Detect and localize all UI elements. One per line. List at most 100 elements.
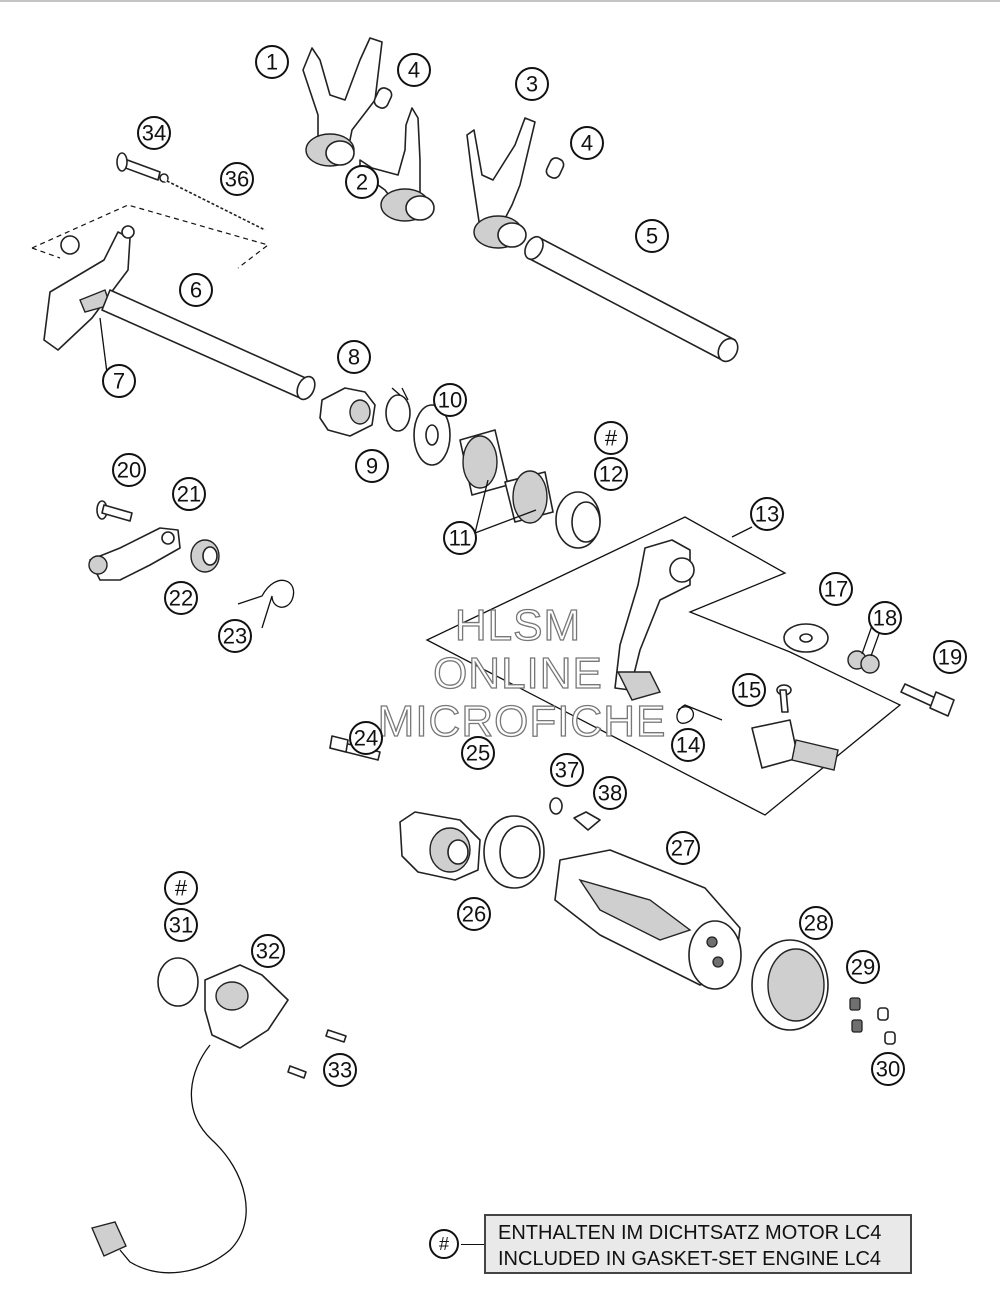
- callout-18: 18: [868, 601, 902, 635]
- callout-9: 9: [355, 449, 389, 483]
- shift-shaft-6: [43, 225, 316, 401]
- svg-text:14: 14: [676, 733, 700, 758]
- svg-text:23: 23: [223, 624, 247, 649]
- svg-text:25: 25: [466, 741, 490, 766]
- legend-hash-symbol: #: [429, 1229, 459, 1259]
- pin-15: [776, 684, 792, 713]
- svg-text:5: 5: [646, 224, 658, 249]
- svg-text:30: 30: [876, 1057, 900, 1082]
- callout-24: 24: [349, 721, 383, 755]
- fork-shaft-5: [524, 235, 739, 363]
- callout-1: 1: [255, 45, 289, 79]
- svg-text:38: 38: [598, 781, 622, 806]
- legend-text-german: ENTHALTEN IM DICHTSATZ MOTOR LC4: [498, 1222, 882, 1244]
- svg-text:26: 26: [462, 902, 486, 927]
- callout-10: 10: [433, 383, 467, 417]
- callout-22: 22: [164, 581, 198, 615]
- callout-37: 37: [550, 753, 584, 787]
- callout-31-hash: #: [164, 871, 198, 905]
- svg-text:37: 37: [555, 758, 579, 783]
- svg-text:19: 19: [938, 645, 962, 670]
- svg-text:33: 33: [328, 1058, 352, 1083]
- svg-text:11: 11: [449, 526, 472, 551]
- screw-38: [573, 811, 601, 831]
- callout-13: 13: [750, 497, 784, 531]
- svg-text:12: 12: [599, 462, 623, 487]
- callout-28: 28: [799, 906, 833, 940]
- washer-10: [413, 404, 451, 466]
- svg-text:34: 34: [142, 121, 166, 146]
- callout-25: 25: [461, 736, 495, 770]
- svg-text:21: 21: [177, 482, 201, 507]
- callout-12: 12: [594, 457, 628, 491]
- svg-text:32: 32: [256, 939, 280, 964]
- spring-23: [237, 579, 295, 629]
- bolt-19: [900, 683, 955, 717]
- callout-17: 17: [819, 572, 853, 606]
- svg-text:2: 2: [356, 170, 368, 195]
- callout-19: 19: [933, 640, 967, 674]
- svg-text:28: 28: [804, 911, 828, 936]
- svg-text:#: #: [605, 426, 618, 451]
- gear-sensor-32: [91, 964, 289, 1274]
- svg-text:20: 20: [117, 458, 141, 483]
- callout-34: 34: [137, 116, 171, 150]
- set-screw-29: [849, 997, 863, 1033]
- bolt-34: [116, 152, 169, 183]
- svg-text:31: 31: [169, 913, 193, 938]
- svg-text:17: 17: [824, 577, 848, 602]
- svg-text:#: #: [175, 876, 188, 901]
- callout-26: 26: [457, 897, 491, 931]
- svg-text:1: 1: [266, 50, 278, 75]
- screws-33: [287, 1029, 347, 1079]
- shift-fork-3: [466, 117, 536, 249]
- svg-text:10: 10: [438, 388, 462, 413]
- svg-text:13: 13: [755, 502, 779, 527]
- seal-26: [483, 815, 545, 889]
- shift-drum-27: [554, 849, 742, 990]
- callout-11: 11: [443, 521, 477, 555]
- callout-38: 38: [593, 776, 627, 810]
- callout-6: 6: [179, 273, 213, 307]
- callout-12-hash: #: [594, 421, 628, 455]
- guide-pin-4a: [373, 87, 393, 109]
- bushing-22: [190, 539, 220, 573]
- svg-text:3: 3: [526, 72, 538, 97]
- lever-21: [88, 527, 181, 581]
- shift-fork-2: [359, 107, 435, 222]
- callout-20: 20: [112, 453, 146, 487]
- watermark-line1: HLSM: [455, 601, 581, 650]
- svg-text:18: 18: [873, 606, 897, 631]
- screw-20: [96, 500, 133, 522]
- watermark-line3: MICROFICHE: [378, 697, 667, 746]
- spring-14: [676, 704, 723, 724]
- callout-2: 2: [345, 165, 379, 199]
- callout-15: 15: [732, 673, 766, 707]
- svg-text:36: 36: [225, 167, 249, 192]
- bearing-28: [751, 939, 829, 1031]
- o-ring-31: [157, 957, 199, 1007]
- callout-14: 14: [671, 728, 705, 762]
- callout-29: 29: [846, 950, 880, 984]
- callout-labels: 1 2 3 4 4 5 6 7 8 9 10 11 12 # 13 14 15 …: [102, 45, 967, 1087]
- svg-text:4: 4: [581, 131, 593, 156]
- callout-3: 3: [515, 67, 549, 101]
- legend-box: ENTHALTEN IM DICHTSATZ MOTOR LC4 INCLUDE…: [484, 1214, 912, 1274]
- svg-text:22: 22: [169, 586, 193, 611]
- callout-5: 5: [635, 219, 669, 253]
- svg-text:15: 15: [737, 678, 761, 703]
- spring-36: [164, 178, 266, 232]
- shift-quadrant-8: [319, 387, 376, 437]
- svg-text:9: 9: [366, 454, 378, 479]
- pin-30: [877, 1007, 896, 1045]
- callout-36: 36: [220, 162, 254, 196]
- shift-lever-13: [614, 539, 695, 701]
- seal-ring-12: [555, 491, 601, 549]
- svg-text:29: 29: [851, 955, 875, 980]
- watermark: HLSM ONLINE MICROFICHE: [377, 600, 667, 746]
- watermark-line2: ONLINE: [433, 649, 603, 698]
- guide-pin-4b: [545, 157, 565, 179]
- shift-fork-1: [302, 37, 383, 167]
- callout-8: 8: [337, 340, 371, 374]
